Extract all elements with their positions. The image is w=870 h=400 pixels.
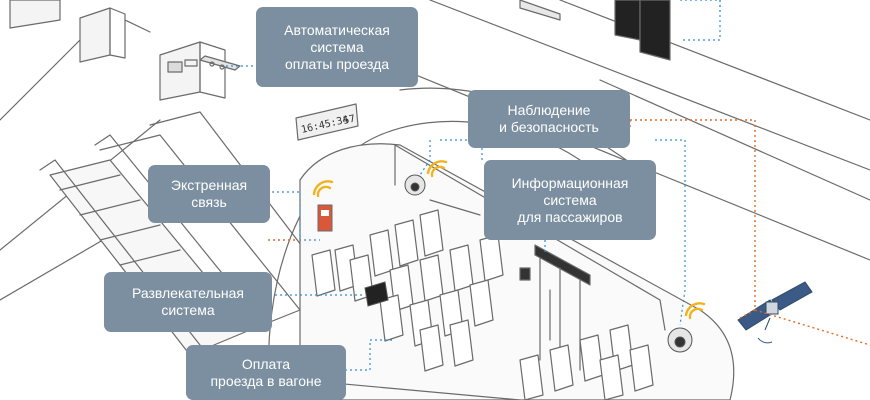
station-clock [295,103,359,141]
ticket-machine [9,0,61,29]
satellite-icon [737,281,813,344]
callout-line: оплаты проезда [284,55,390,72]
callout-line: Развлекательная [131,285,245,301]
callout-line: проезда в вагоне [210,372,322,389]
callout-fare-system: Автоматическая система оплаты проезда [256,7,418,87]
callout-line: связь [191,194,227,210]
station-doors [519,0,671,61]
callout-line: и безопасность [499,119,599,135]
clock-number: 57 [342,113,356,126]
entertainment-screen [364,281,389,307]
callout-passenger-info: Информационная система для пассажиров [484,160,656,240]
blue-network-links [226,0,721,371]
callout-onboard-payment: Оплата проезда в вагоне [186,345,346,400]
callout-line: Экстренная [170,177,248,193]
callout-line: система [543,191,597,208]
orange-network-links [268,119,870,346]
callout-line: система [310,38,364,55]
callout-line: Оплата [241,355,291,372]
wifi-icon [312,160,706,320]
callout-emergency: Экстренная связь [148,165,270,223]
passenger-seats [311,209,654,400]
callout-entertainment: Развлекательная система [104,272,272,332]
callout-line: система [161,302,215,318]
callout-line: Автоматическая [284,21,390,38]
callout-line: Информационная [511,174,629,191]
station-floor-lines [0,0,870,301]
dome-camera-icon [404,174,693,353]
turnstile-icon [79,7,241,101]
emergency-phone-icon [317,204,333,232]
callout-line: Наблюдение [507,102,591,118]
callout-surveillance: Наблюдение и безопасность [468,90,630,148]
callout-line: для пассажиров [517,208,623,225]
